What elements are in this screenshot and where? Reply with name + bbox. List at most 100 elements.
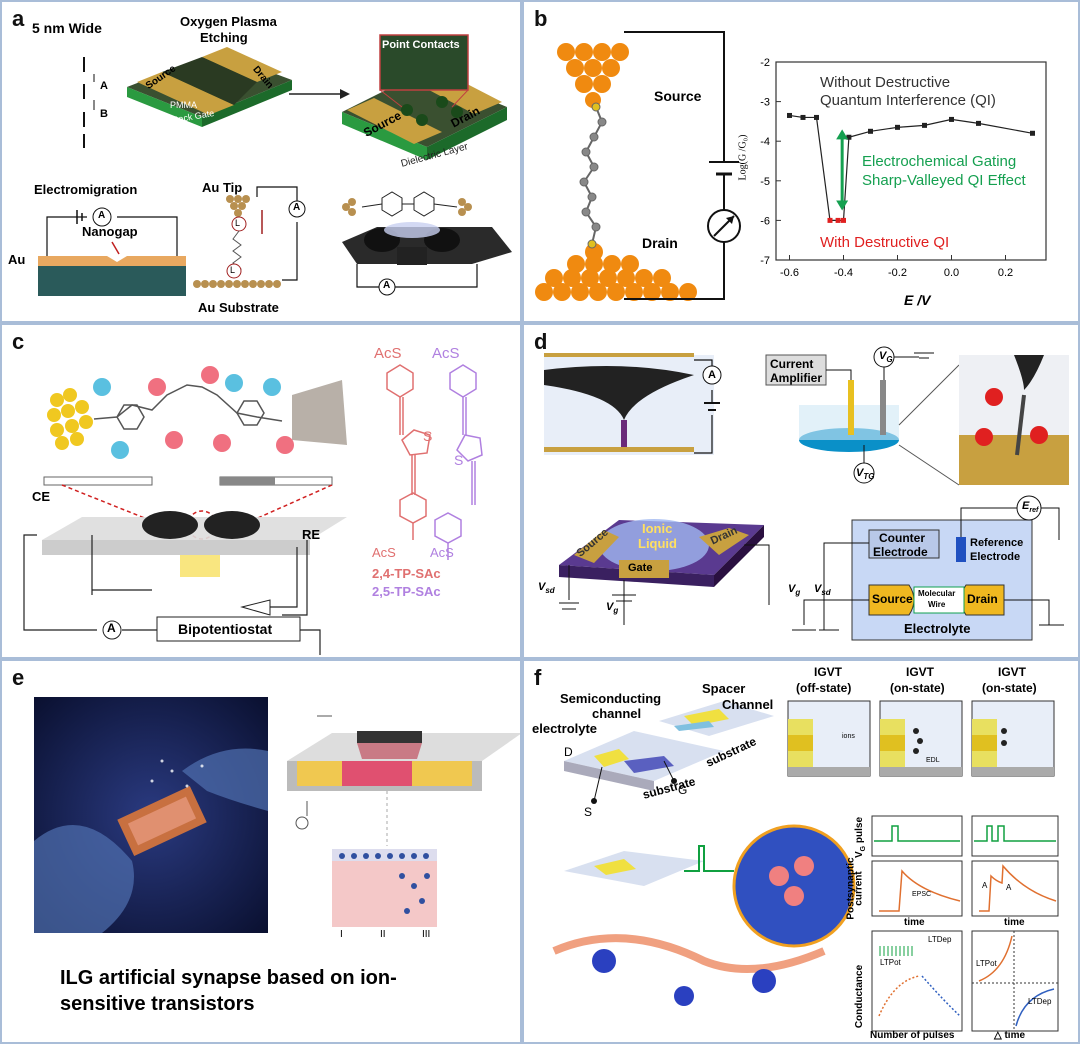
annotation-without-1: Without Destructive xyxy=(820,74,951,91)
molecule-c xyxy=(93,384,283,430)
vg2-main: V xyxy=(606,601,614,613)
panel-c: c AcS AcS S S AcS AcS 2,4-TP-SAc 2,5-TP-… xyxy=(0,323,522,659)
x-tick-label: 0.2 xyxy=(998,267,1013,279)
reference-label-1: Reference xyxy=(970,537,1024,549)
ammeter-a3: A xyxy=(383,280,391,291)
region-3: III xyxy=(422,929,431,940)
panel-a-figure xyxy=(38,34,512,296)
electrolyte-label: Electrolyte xyxy=(904,621,971,636)
acs-top-2: AcS xyxy=(432,345,460,362)
linker-label-top: L xyxy=(235,218,241,228)
source-label: Source xyxy=(654,88,702,104)
y-axis-label: Log(G /G₀) xyxy=(737,134,749,181)
vg3-main: V xyxy=(788,583,796,595)
oxygen-plasma-label: Oxygen Plasma xyxy=(180,14,277,29)
data-point xyxy=(846,134,852,140)
vsd-main: V xyxy=(538,581,546,593)
dtime-label: △ time xyxy=(994,1030,1026,1041)
data-point xyxy=(868,128,873,134)
au-tip-label: Au Tip xyxy=(202,180,243,195)
semi-label-2: channel xyxy=(592,706,642,721)
vg3-sub: g xyxy=(795,588,801,598)
vg-label: VG xyxy=(879,350,893,364)
panel-label-d: d xyxy=(534,329,548,354)
annotation-gating-2: Sharp-Valleyed QI Effect xyxy=(862,172,1026,189)
time-label-2: time xyxy=(1004,917,1025,928)
right-electrode xyxy=(292,380,347,445)
etching-label: Etching xyxy=(200,30,248,45)
panel-f-figure xyxy=(552,700,1059,1032)
plot-frame xyxy=(775,61,1047,261)
eref-label: Eref xyxy=(1022,500,1038,514)
data-point xyxy=(895,124,900,130)
epsc-label: EPSC xyxy=(912,891,932,898)
data-point xyxy=(1030,130,1035,136)
molecule xyxy=(579,102,607,249)
d-label: D xyxy=(564,745,573,759)
annotation-gating-1: Electrochemical Gating xyxy=(862,153,1017,170)
liquid-label: Liquid xyxy=(638,536,677,551)
vg-sub: G xyxy=(886,355,893,365)
caption-line-1: ILG artificial synapse based on ion- xyxy=(60,967,397,989)
nanogap-label: Nanogap xyxy=(82,224,138,239)
panel-a: a 5 nm Wide A B Oxygen Plasma Etching So… xyxy=(0,0,522,323)
panel-label-a: a xyxy=(12,6,25,31)
gap-a-label: A xyxy=(100,80,108,92)
thiophene-s-2: S xyxy=(454,452,464,468)
vtg-sub: TG xyxy=(863,472,875,482)
igvt-box-3 xyxy=(971,700,1055,777)
ions-c xyxy=(93,366,294,459)
structure-2-4 xyxy=(386,364,431,540)
source-2-label: Source xyxy=(872,592,913,606)
channel-label: Channel xyxy=(722,697,774,712)
region-1: I xyxy=(340,929,343,940)
point-contacts-label: Point Contacts xyxy=(382,39,460,51)
vg2-sub: g xyxy=(613,606,619,616)
linker-label-bottom: L xyxy=(230,265,236,275)
ltp-chart-2 xyxy=(971,930,1059,1032)
ammeter-a1: A xyxy=(98,210,106,221)
left-pad xyxy=(142,511,198,539)
counter-label-1: Counter xyxy=(879,531,925,545)
right-pad xyxy=(204,511,260,539)
y-tick-label: -6 xyxy=(760,215,770,227)
vsd3-main: V xyxy=(814,583,822,595)
chart-axes xyxy=(775,61,1047,261)
data-point xyxy=(922,122,927,128)
width-label: 5 nm Wide xyxy=(32,20,102,36)
drain-label: Drain xyxy=(642,235,678,251)
ammeter-d: A xyxy=(708,369,716,381)
ltpot-label-2: LTPot xyxy=(976,959,997,968)
vg-pulse-tail: pulse xyxy=(854,816,866,846)
x-tick-label: -0.2 xyxy=(888,267,907,279)
data-point xyxy=(841,217,846,223)
region-2: II xyxy=(380,929,386,940)
y-tick-label: -3 xyxy=(760,97,770,109)
electromigration-label: Electromigration xyxy=(34,182,138,197)
a1-label: A xyxy=(982,881,988,890)
data-point xyxy=(827,217,833,223)
pmma-label: PMMA xyxy=(170,100,197,110)
annotation-without-2: Quantum Interference (QI) xyxy=(820,92,996,109)
drain-2-label: Drain xyxy=(967,592,998,606)
annotation-with: With Destructive QI xyxy=(820,234,950,251)
y-tick-label: -2 xyxy=(760,57,770,69)
data-point xyxy=(976,120,981,126)
ions-label: ions xyxy=(842,733,855,740)
vsd3-label: Vsd xyxy=(814,583,831,597)
y-tick-label: -5 xyxy=(760,176,770,188)
counter-label-2: Electrode xyxy=(873,545,928,559)
x-tick-label: 0.0 xyxy=(944,267,959,279)
re-label: RE xyxy=(302,527,321,542)
data-point xyxy=(787,112,792,118)
vsd-label: Vsd xyxy=(538,581,555,595)
bipotentiostat-label: Bipotentiostat xyxy=(178,621,273,637)
eref-main: E xyxy=(1022,500,1030,512)
igvt-2-title: IGVT xyxy=(906,665,935,679)
x-axis-label: E /V xyxy=(904,292,931,308)
au-substrate-label: Au Substrate xyxy=(198,300,279,315)
amplifier-label: Amplifier xyxy=(770,371,823,385)
pulse-chart-1 xyxy=(871,815,963,917)
time-label-1: time xyxy=(904,917,925,928)
